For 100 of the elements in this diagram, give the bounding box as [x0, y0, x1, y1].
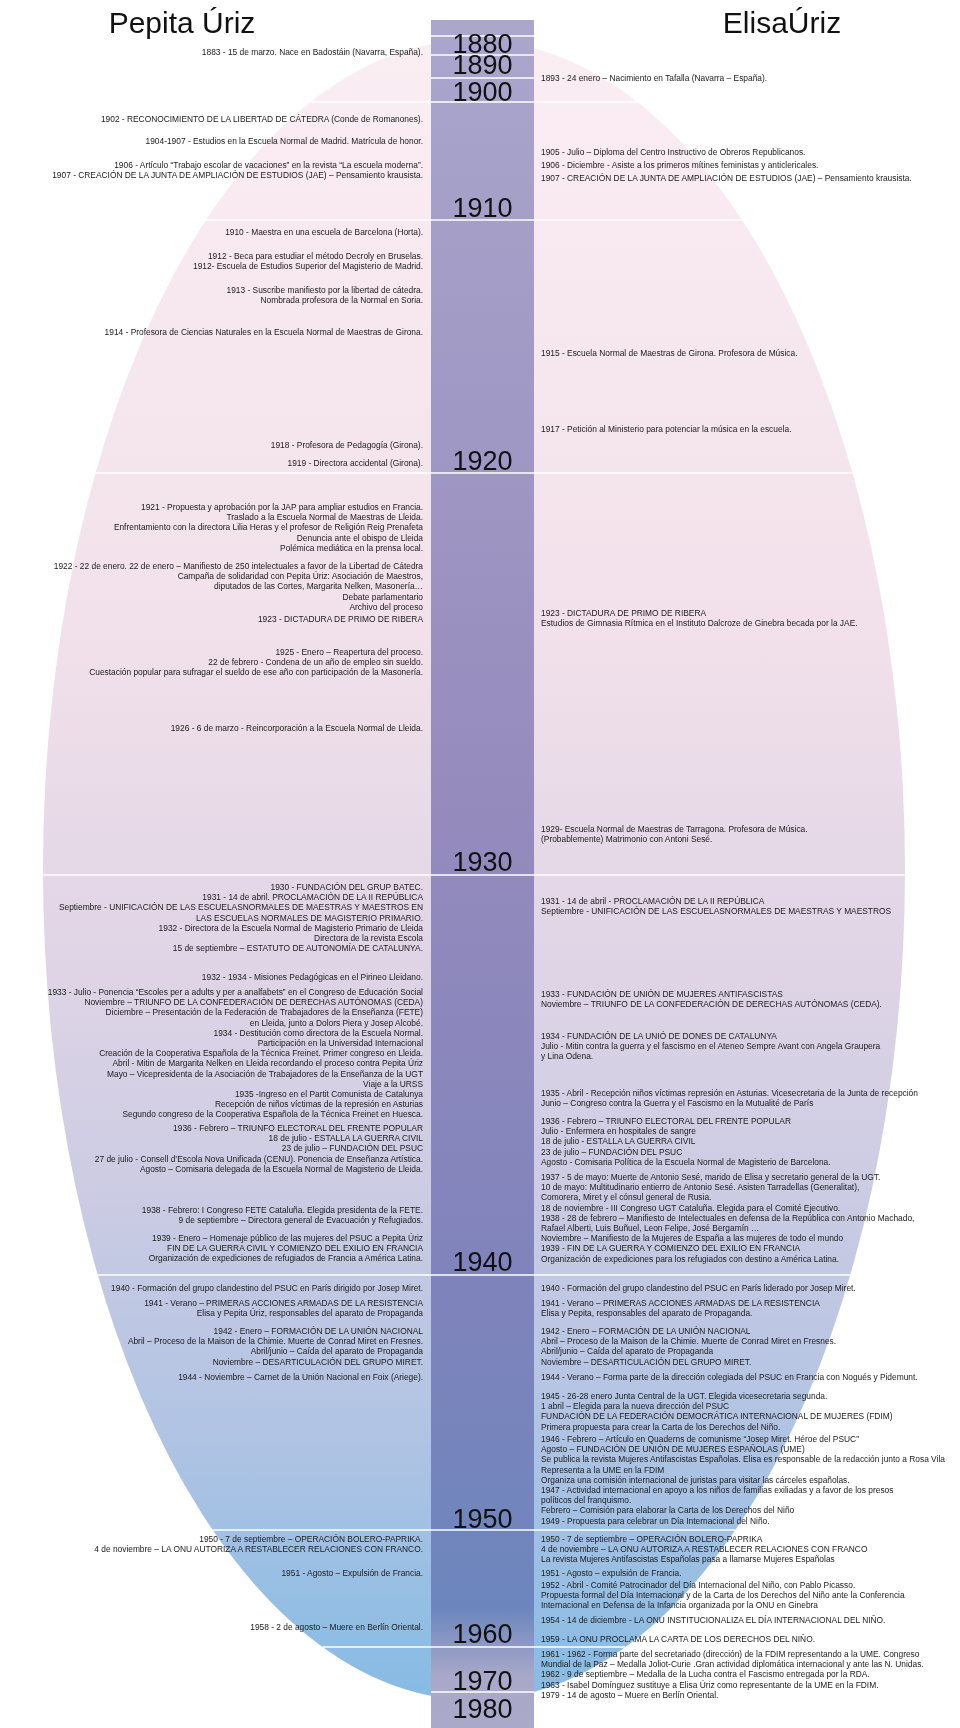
event-text: 1938 - 28 de febrero – Manifiesto de Intelectuales en defensa de la República con Antonio Machado, — [541, 1212, 915, 1223]
event-text: 1934 - Destitución como directora de la Escuela Normal. — [213, 1027, 423, 1038]
decade-label: 1970 — [451, 1666, 514, 1696]
event-text: 1905 - Julio – Diploma del Centro Instructivo de Obreros Republicanos. — [541, 147, 806, 157]
event-text: 1941 - Verano – PRIMERAS ACCIONES ARMADAS DE LA RESISTENCIA — [144, 1298, 423, 1308]
event-text: Creación de la Cooperativa Española de la Técnica Freinet. Primer congreso en Lleida. — [99, 1048, 423, 1059]
event-text: 1946 - Febrero – Artículo en Quaderns de comunisme “Josep Miret. Héroe del PSUC” — [541, 1434, 859, 1444]
event-text: Rafael Alberti, Luis Buñuel, Leon Felipe, José Bergamín … — [541, 1223, 760, 1233]
event-text: 1926 - 6 de marzo - Reincorporación a la Escuela Normal de Lleida. — [170, 723, 423, 733]
event-text: Diciembre – Presentación de la Federación de Trabajadores de la Enseñanza (FETE) — [105, 1007, 423, 1018]
event-text: 4 de noviembre – LA ONU AUTORIZA A RESTABLECER RELACIONES CON FRANCO — [541, 1544, 868, 1555]
event-text: 27 de julio - Consell d’Escola Nova Unificada (CENU). Ponencia de Enseñanza Artística. — [94, 1153, 423, 1164]
event-text: 1935 - Abril - Recepción niños víctimas represión en Asturias. Vicesecretaria de la Junta de recepción — [541, 1088, 918, 1098]
event-text: 1961 - 1962 - Forma parte del secretariado (dirección) de la FDIM representando a la UME. Congreso — [541, 1649, 920, 1659]
event-text: 1939 - Enero – Homenaje público de las mujeres del PSUC a Pepita Úriz — [152, 1233, 423, 1243]
event-text: 22 de febrero - Condena de un año de empleo sin sueldo. — [208, 656, 423, 667]
event-text: 18 de julio - ESTALLA LA GUERRA CIVIL — [541, 1136, 696, 1147]
event-text: 1912- Escuela de Estudios Superior del Magisterio de Madrid. — [193, 261, 423, 272]
event-text: 1923 - DICTADURA DE PRIMO DE RIBERA — [541, 608, 707, 618]
event-text: 1912 - Beca para estudiar el método Decroly en Bruselas. — [207, 251, 423, 261]
event-text: Elisa y Pepita, responsables del aparato de Propaganda. — [541, 1308, 753, 1319]
event-text: Enfrentamiento con la directora Lilia Heras y el profesor de Religión Reig Prenafeta — [113, 522, 423, 533]
event-text: 1945 - 26-28 enero Junta Central de la UGT. Elegida vicesecretaria segunda. — [541, 1391, 828, 1401]
event-text: 1963 - Isabel Domínguez sustituye a Elisa Úriz como representante de la UME en la FDIM. — [541, 1679, 879, 1690]
event-text: 1940 - Formación del grupo clandestino del PSUC en París liderado por Josep Miret. — [541, 1283, 856, 1293]
event-text: 1950 - 7 de septiembre – OPERACIÓN BOLERO-PAPRIKA — [541, 1534, 763, 1544]
event-text: Polémica mediática en la prensa local. — [280, 542, 423, 553]
event-text: 1940 - Formación del grupo clandestino del PSUC en París dirigido por Josep Miret. — [111, 1283, 423, 1293]
event-text: 1 abril – Elegida para la nueva dirección del PSUC — [541, 1401, 730, 1412]
event-text: diputados de las Cortes, Margarita Nelken, Masonería… — [214, 581, 423, 592]
event-text: 1947 - Actividad internacional en apoyo a los niños de familias exiliadas y a favor de los presos — [541, 1485, 894, 1495]
event-text: 1936 - Febrero – TRIUNFO ELECTORAL DEL FRENTE POPULAR — [541, 1116, 791, 1126]
event-text: 1932 - Directora de la Escuela Normal de Magisterio Primario de Lleida — [158, 922, 423, 933]
event-text: 18 de julio - ESTALLA LA GUERRA CIVIL — [268, 1133, 423, 1144]
event-text: 1925 - Enero – Reapertura del proceso. — [275, 646, 423, 657]
event-text: en Lleida, junto a Dolors Piera y Josep Alcobé. — [249, 1017, 423, 1028]
event-text: Propuesta formal del Día Internacional y de la Carta de los Derechos del Niño ante la Conferencia — [541, 1590, 905, 1601]
event-text: 1910 - Maestra en una escuela de Barcelona (Horta). — [225, 227, 423, 237]
event-text: Directora de la revista Escola — [314, 933, 423, 943]
event-text: Comorera, Miret y el cónsul general de Rusia. — [541, 1192, 712, 1203]
event-text: 1933 - FUNDACIÓN DE UNIÓN DE MUJERES ANTIFASCISTAS — [541, 989, 783, 999]
event-text: 1919 - Directora accidental (Girona). — [287, 458, 423, 468]
decade-label: 1980 — [451, 1694, 514, 1724]
event-text: 1934 - FUNDACIÓN DE LA UNIÓ DE DONES DE CATALUNYA — [541, 1031, 777, 1041]
event-text: 1931 - 14 de abril. PROCLAMACIÓN DE LA II REPÚBLICA — [202, 892, 423, 903]
event-text: 1929- Escuela Normal de Maestras de Tarragona. Profesora de Música. — [541, 824, 808, 834]
event-text: 1944 - Noviembre – Carnet de la Unión Nacional en Foix (Ariege). — [178, 1372, 423, 1382]
event-text: LAS ESCUELAS NORMALES DE MAGISTERIO PRIMARIO. — [195, 912, 423, 923]
event-text: Segundo congreso de la Cooperativa Española de la Técnica Freinet en Huesca. — [122, 1109, 423, 1120]
event-text: Debate parlamentario — [342, 591, 423, 602]
event-text: 1958 - 2 de agosto – Muere en Berlín Oriental. — [250, 1622, 423, 1632]
column-heading: Pepita Úriz — [107, 6, 257, 40]
event-text: Junio – Congreso contra la Guerra y el Fascismo en la Mutualité de París — [541, 1098, 814, 1109]
event-text: Representa a la UME en la FDIM — [541, 1464, 665, 1475]
event-text: Estudios de Gimnasia Rítmica en el Instituto Dalcroze de Ginebra becada por la JAE. — [541, 618, 858, 629]
event-text: Campaña de solidaridad con Pepita Úriz: Asociación de Maestros, — [177, 571, 423, 582]
decade-label: 1900 — [451, 77, 514, 107]
event-text: 1922 - 22 de enero. 22 de enero – Manifiesto de 250 intelectuales a favor de la Libertad de Cátedra — [53, 561, 423, 571]
event-text: 1949 - Propuesta para celebrar un Día Internacional del Niño. — [541, 1515, 770, 1526]
event-text: Febrero – Comisión para elaborar la Carta de los Derechos del Niño — [541, 1505, 795, 1516]
event-text: 1917 - Petición al Ministerio para potenciar la música en la escuela. — [541, 424, 792, 434]
event-text: 1933 - Julio - Ponencia “Escoles per a adults y per a analfabets” en el Congreso de Educación Social — [47, 987, 423, 997]
event-text: FUNDACIÓN DE LA FEDERACIÓN DEMOCRÁTICA INTERNACIONAL DE MUJERES (FDIM) — [541, 1411, 893, 1422]
decade-label: 1940 — [451, 1247, 514, 1277]
event-text: 1904-1907 - Estudios en la Escuela Normal de Madrid. Matrícula de honor. — [145, 136, 423, 146]
event-text: 1902 - RECONOCIMIENTO DE LA LIBERTAD DE CÁTEDRA (Conde de Romanones). — [100, 114, 423, 124]
event-text: Denuncia ante el obispo de Lleida — [296, 532, 423, 543]
event-text: 1931 - 14 de abril - PROCLAMACIÓN DE LA II REPÚBLICA — [541, 896, 765, 906]
event-text: 1913 - Suscribe manifiesto por la libertad de cátedra. — [226, 285, 423, 295]
event-text: Organización de expediciones para los refugiados con destino a América Latina. — [541, 1253, 839, 1264]
event-text: Abril/junio – Caída del aparato de Propaganda — [541, 1346, 714, 1357]
event-text: 1939 - FIN DE LA GUERRA Y COMIENZO DEL EXILIO EN FRANCIA — [541, 1243, 801, 1254]
event-text: 1952 - Abril - Comité Patrocinador del Día Internacional del Niño, con Pablo Picasso. — [541, 1580, 856, 1590]
event-text: 4 de noviembre – LA ONU AUTORIZA A RESTABLECER RELACIONES CON FRANCO. — [94, 1544, 423, 1555]
event-text: 1935 -Ingreso en el Partit Comunista de Catalunya — [234, 1089, 423, 1099]
event-text: 1979 - 14 de agosto – Muere en Berlín Oriental. — [541, 1689, 719, 1700]
event-text: Mayo – Vicepresidenta de la Asociación de Trabajadores de la Enseñanza de la UGT — [107, 1068, 423, 1079]
event-text: 15 de septiembre – ESTATUTO DE AUTONOMÍA DE CATALUNYA. — [172, 943, 423, 954]
event-text: 1951 - Agosto – expulsión de Francia. — [541, 1568, 682, 1578]
event-text: 18 de noviembre - III Congreso UGT Cataluña. Elegida para el Comité Ejecutivo. — [541, 1202, 841, 1213]
event-text: Abril/junio – Caída del aparato de Propaganda — [250, 1346, 423, 1357]
event-text: Organiza una comisión internacional de juristas para visitar las cárceles españolas. — [541, 1474, 850, 1485]
event-text: 1950 - 7 de septiembre – OPERACIÓN BOLERO-PAPRIKA. — [199, 1534, 423, 1544]
event-text: 1951 - Agosto – Expulsión de Francia. — [281, 1568, 423, 1578]
event-text: Agosto - Comisaria Política de la Escuela Normal de Magisterio de Barcelona. — [541, 1156, 831, 1167]
event-text: 1923 - DICTADURA DE PRIMO DE RIBERA — [257, 614, 423, 624]
event-text: y Lina Odena. — [541, 1051, 594, 1062]
event-text: políticos del franquismo. — [541, 1495, 632, 1506]
event-text: 1914 - Profesora de Ciencias Naturales en la Escuela Normal de Maestras de Girona. — [104, 327, 423, 337]
event-text: Abril – Proceso de la Maison de la Chimie. Muerte de Conrad Miret en Fresnes. — [127, 1336, 423, 1347]
event-text: 1941 - Verano – PRIMERAS ACCIONES ARMADAS DE LA RESISTENCIA — [541, 1298, 820, 1308]
event-text: 1942 - Enero – FORMACIÓN DE LA UNIÓN NACIONAL — [213, 1326, 423, 1336]
event-text: 1942 - Enero – FORMACIÓN DE LA UNIÓN NACIONAL — [541, 1326, 751, 1336]
event-text: 1906 - Artículo “Trabajo escolar de vacaciones” en la revista “La escuela moderna”. — [114, 160, 423, 170]
event-text: Septiembre - UNIFICACIÓN DE LAS ESCUELASNORMALES DE MAESTRAS Y MAESTROS EN — [58, 902, 423, 913]
event-text: 23 de julio – FUNDACIÓN DEL PSUC — [281, 1143, 423, 1154]
event-text: 1936 - Febrero – TRIUNFO ELECTORAL DEL FRENTE POPULAR — [173, 1123, 423, 1133]
event-text: 10 de mayo: Multitudinario entierro de Antonio Sesé. Asisten Tarradellas (Generalitat), — [541, 1182, 860, 1193]
event-text: 1959 - LA ONU PROCLAMA LA CARTA DE LOS DERECHOS DEL NIÑO. — [541, 1634, 815, 1644]
event-text: 1921 - Propuesta y aprobación por la JAP para ampliar estudios en Francia. — [141, 502, 423, 512]
